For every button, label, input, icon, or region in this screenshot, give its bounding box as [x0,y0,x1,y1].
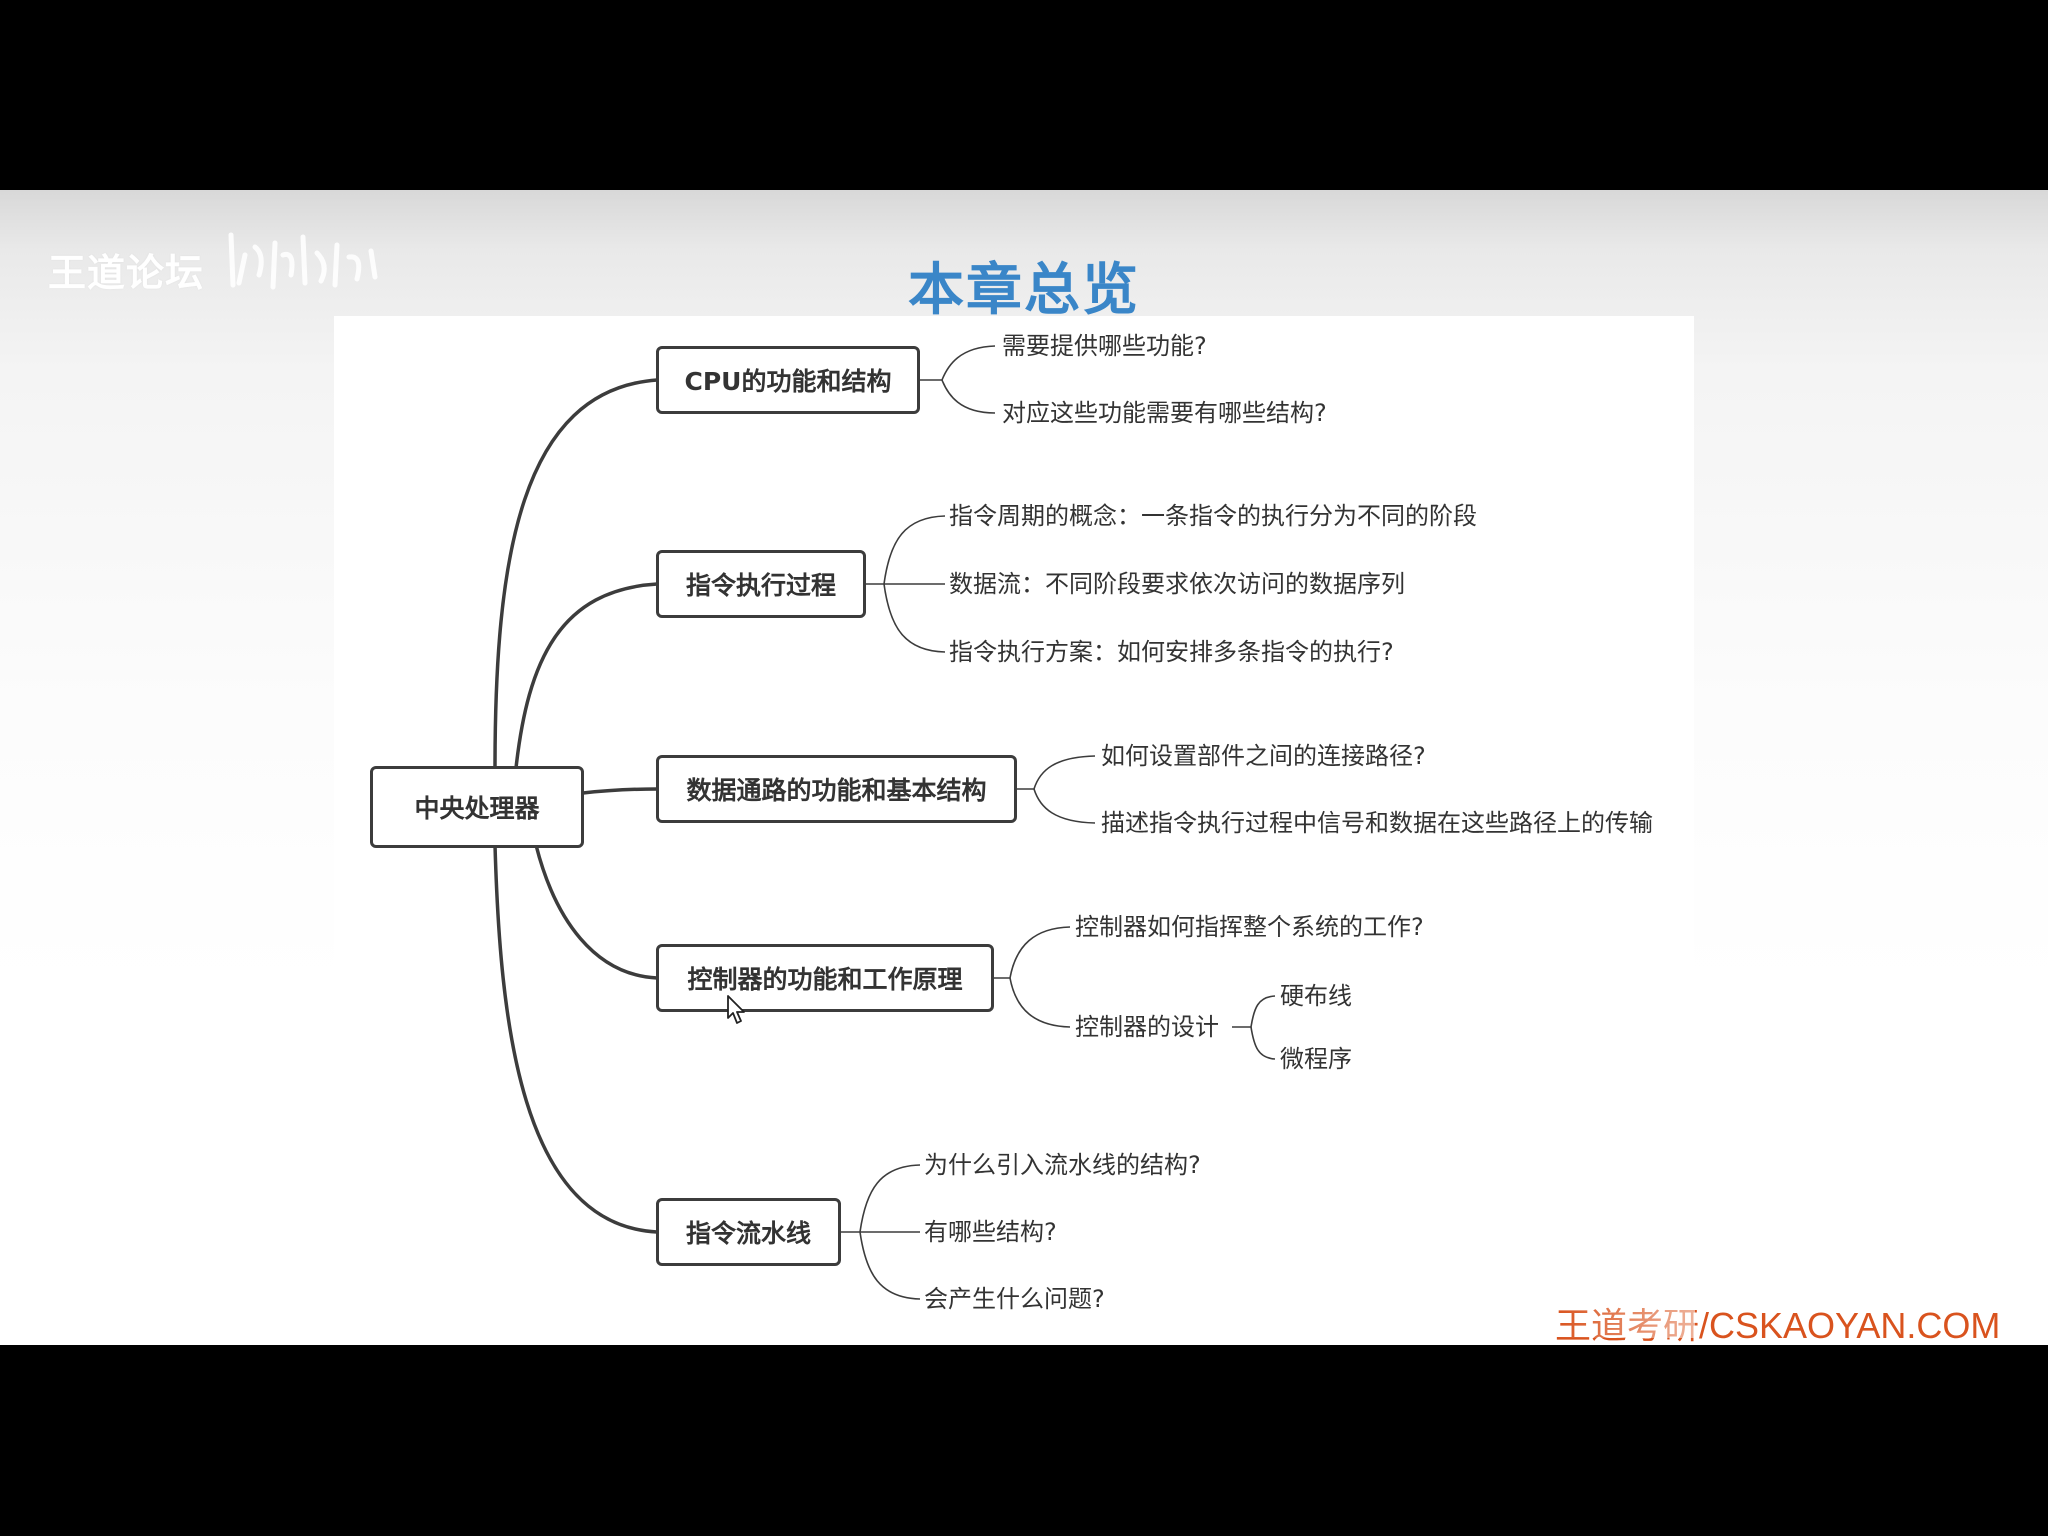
forum-logo-script [228,232,378,290]
connector-b4-sub-1 [1232,995,1276,1028]
connector-b1-leaf-1 [919,345,996,381]
connector-b1-leaf-2 [941,379,996,414]
leaf-text: 控制器如何指挥整个系统的工作? [1075,913,1424,941]
connector-root-branch-4 [534,843,659,980]
leaf-text: 会产生什么问题? [924,1285,1105,1313]
branch-node-datapath[interactable]: 数据通路的功能和基本结构 [656,755,1017,823]
connector-b4-leaf-2 [1009,977,1071,1028]
sub-leaf-text: 微程序 [1280,1045,1352,1073]
leaf-text: 对应这些功能需要有哪些结构? [1002,399,1327,427]
mouse-cursor-icon [727,995,745,1024]
leaf-text: 如何设置部件之间的连接路径? [1101,742,1426,770]
branch-node-cpu-function-structure[interactable]: CPU的功能和结构 [656,346,920,414]
connector-root-branch-1 [493,378,659,770]
sub-leaf-text: 硬布线 [1280,982,1352,1010]
slide-title: 本章总览 [908,257,1140,323]
leaf-text: 控制器的设计 [1075,1013,1219,1041]
branch-node-controller[interactable]: 控制器的功能和工作原理 [656,944,994,1012]
branch-node-instruction-execution[interactable]: 指令执行过程 [656,550,866,618]
connector-root-branch-2 [514,582,659,770]
leaf-text: 数据流：不同阶段要求依次访问的数据序列 [949,570,1405,598]
connector-b5-leaf-1 [840,1164,921,1233]
leaf-text: 描述指令执行过程中信号和数据在这些路径上的传输 [1101,809,1653,837]
connector-root-branch-3 [581,787,659,795]
connector-b5-leaf-3 [859,1231,921,1300]
connector-b3-leaf-1 [1016,755,1096,790]
diagram-panel [334,316,1694,1056]
connector-b2-leaf-3 [883,583,946,653]
branch-node-pipeline[interactable]: 指令流水线 [656,1198,841,1266]
leaf-text: 指令执行方案：如何安排多条指令的执行? [949,638,1394,666]
leaf-text: 指令周期的概念：一条指令的执行分为不同的阶段 [949,502,1477,530]
forum-logo: 王道论坛 [48,251,205,295]
watermark-fade [1555,1298,1695,1338]
leaf-text: 为什么引入流水线的结构? [924,1151,1201,1179]
connector-b3-leaf-2 [1033,788,1096,824]
root-node[interactable]: 中央处理器 [370,766,584,848]
leaf-text: 需要提供哪些功能? [1002,332,1207,360]
leaf-text: 有哪些结构? [924,1218,1057,1246]
connector-b2-leaf-1 [866,515,946,585]
connector-b4-sub-2 [1250,1026,1276,1060]
connector-root-branch-5 [493,843,659,1234]
connector-b4-leaf-1 [993,926,1071,979]
